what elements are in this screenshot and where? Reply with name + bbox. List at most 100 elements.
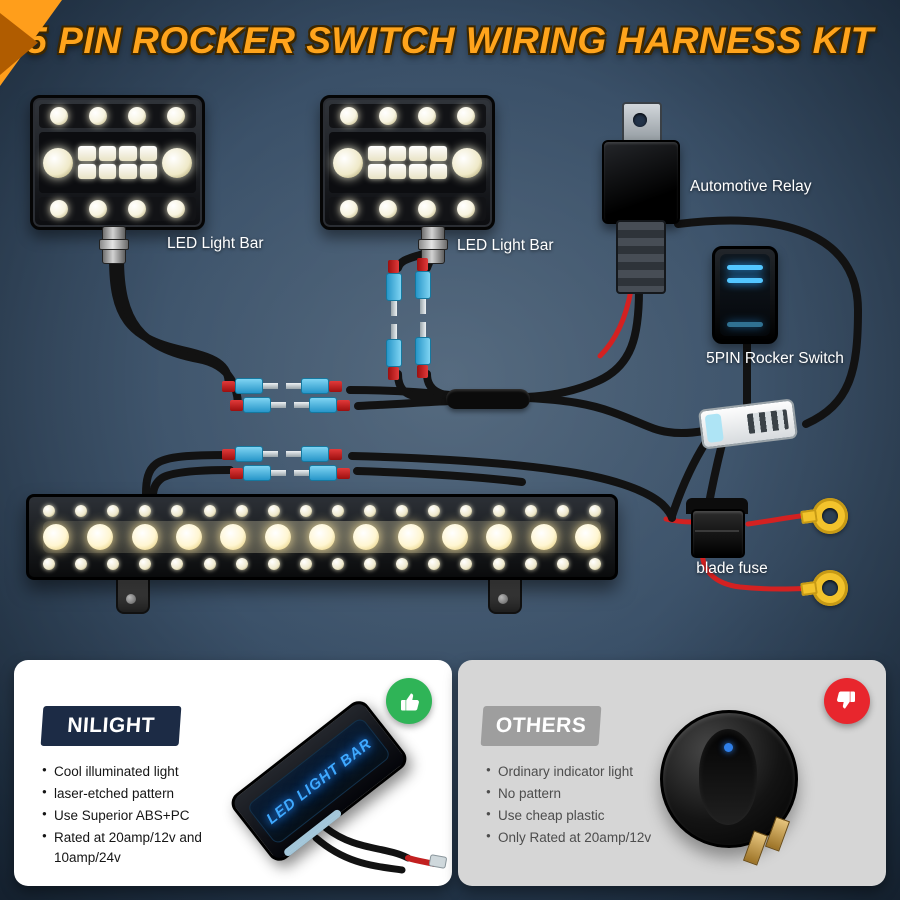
switch-pigtail-wire (312, 834, 406, 874)
spade-tab (391, 324, 397, 339)
nilight-switch-image: LED LIGHT BAR (206, 696, 452, 878)
spade-tab (271, 402, 286, 408)
list-item: Ordinary indicator light (486, 762, 682, 781)
wire-connector-to-fuse (668, 438, 710, 520)
led-dot (339, 200, 358, 218)
heat-shrink (230, 467, 243, 479)
led-dot (171, 557, 184, 570)
led-dot (428, 504, 441, 517)
led-dot (235, 557, 248, 570)
led-dot (43, 524, 69, 550)
led-dot (235, 504, 248, 517)
fuse-label: blade fuse (696, 560, 768, 577)
led-pod-2 (320, 95, 495, 230)
quick-connector-pair-b (222, 446, 350, 481)
led-dot (460, 504, 473, 517)
led-dot (139, 164, 157, 179)
rocker-switch-label: 5PIN Rocker Switch (706, 350, 844, 367)
spade-connector-row (230, 397, 350, 413)
spade-connector (415, 271, 431, 299)
wire-junction-to-connector (524, 394, 708, 438)
spade-connector-row (386, 260, 402, 380)
pod1-label: LED Light Bar (167, 235, 264, 252)
led-dot (364, 504, 377, 517)
led-dot (78, 164, 96, 179)
led-dot (524, 557, 537, 570)
spade-tab (271, 470, 286, 476)
spade-tab (391, 301, 397, 316)
spade-connector (309, 465, 337, 481)
led-dot (397, 524, 424, 550)
spade-connector-row (230, 465, 350, 481)
spade-tab (294, 402, 309, 408)
spade-tab (294, 470, 309, 476)
pod-led-row-top (329, 104, 486, 128)
spade-connector (243, 397, 271, 413)
pod-led-row-middle (39, 132, 196, 193)
pod-led-row-bottom (39, 197, 196, 221)
led-dot (119, 164, 137, 179)
led-dot (107, 557, 120, 570)
switch-glow-bar (727, 265, 763, 270)
bar-led-row-middle (43, 521, 601, 553)
others-badge: OTHERS (480, 706, 602, 746)
led-dot (299, 504, 312, 517)
nilight-badge: NILIGHT (40, 706, 182, 746)
switch-pigtail-svg (312, 824, 447, 874)
rocker-switch-5pin (712, 246, 778, 344)
led-dot (75, 557, 88, 570)
list-item: Cool illuminated light (42, 762, 238, 781)
ring-terminal-2 (812, 570, 848, 606)
led-dot (88, 107, 107, 125)
relay-plug (616, 220, 666, 294)
switch-pigtail-wire (322, 824, 412, 862)
spade-connector (415, 337, 431, 365)
pod-led-row-middle (329, 132, 486, 193)
heat-shrink (337, 467, 350, 479)
led-dot (139, 557, 152, 570)
lightbar-mounting-foot (116, 574, 150, 614)
wire-pod1-b (116, 254, 242, 408)
led-dot (299, 557, 312, 570)
wire-pairB-to-bar-a (142, 451, 233, 498)
led-dot (49, 200, 68, 218)
wire-pairB-to-bar-b (149, 466, 234, 500)
led-dot (388, 146, 406, 161)
spade-tab (263, 383, 278, 389)
lightbar-mounting-foot (488, 574, 522, 614)
spade-connector-row (222, 378, 350, 394)
list-item: Only Rated at 20amp/12v (486, 828, 682, 847)
wire-ring2-red (699, 547, 819, 592)
pod1-mounting-bolt (99, 226, 129, 264)
indicator-dot (724, 743, 733, 752)
led-dot (428, 557, 441, 570)
heat-shrink (222, 380, 235, 392)
led-dot (353, 524, 380, 550)
nilight-bullet-list: Cool illuminated light laser-etched patt… (42, 762, 238, 870)
led-dot (267, 557, 280, 570)
thumbs-up-icon (401, 693, 419, 711)
wire-pairB-to-harness-a (348, 452, 676, 522)
led-dot (139, 146, 157, 161)
connector-pins (746, 409, 789, 434)
led-dot (220, 524, 247, 550)
led-dot (429, 146, 447, 161)
switch-glow-bar (727, 322, 763, 327)
led-dot (588, 557, 601, 570)
led-dot (368, 146, 386, 161)
led-dot (264, 524, 291, 550)
pod2-mounting-bolt (418, 226, 448, 264)
fuse-body (691, 509, 745, 558)
others-switch-image (660, 710, 820, 876)
spade-connector (309, 397, 337, 413)
heat-shrink (230, 399, 243, 411)
led-dot (167, 107, 186, 125)
pod-led-grid (368, 146, 447, 179)
heat-shrink (337, 399, 350, 411)
led-dot (556, 557, 569, 570)
bar-led-row-top (43, 503, 601, 518)
spade-connector-row (415, 258, 431, 378)
bar-led-row-bottom (43, 556, 601, 571)
page-title: 5 PIN ROCKER SWITCH WIRING HARNESS KIT (26, 20, 874, 61)
